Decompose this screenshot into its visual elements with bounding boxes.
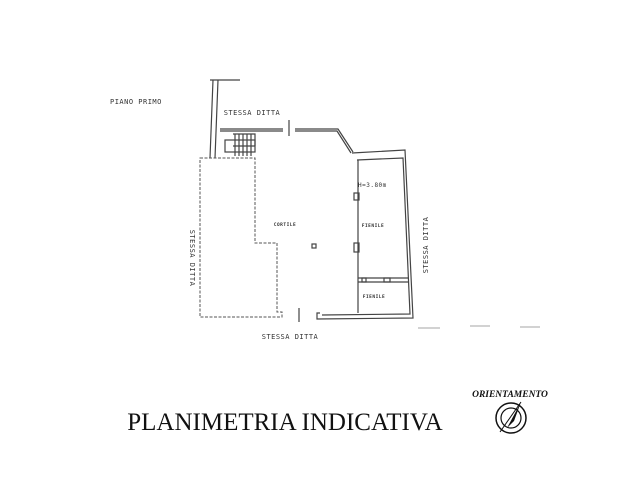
right-building <box>316 149 414 320</box>
courtyard-label: CORTILE <box>274 222 296 228</box>
plan-title: PLANIMETRIA INDICATIVA <box>127 409 443 436</box>
orientation-label: ORIENTAMENTO <box>472 390 548 400</box>
neighbor-bottom-label: STESSA DITTA <box>262 333 319 341</box>
floor-label: PIANO PRIMO <box>110 98 162 106</box>
top-wall <box>220 120 354 154</box>
scan-marks <box>418 325 540 329</box>
height-note: H=3.80m <box>358 182 387 189</box>
barn-large-label: FIENILE <box>362 223 384 229</box>
staircase <box>224 133 256 156</box>
left-building <box>199 157 283 318</box>
barn-small-label: FIENILE <box>363 294 385 300</box>
compass-north-arrow-icon <box>495 401 527 434</box>
neighbor-top-label: STESSA DITTA <box>224 109 281 117</box>
neighbor-right-label: STESSA DITTA <box>422 216 430 273</box>
neighbor-left-label: STESSA DITTA <box>188 230 196 287</box>
courtyard-well <box>311 243 317 249</box>
passage-walls <box>209 79 240 159</box>
